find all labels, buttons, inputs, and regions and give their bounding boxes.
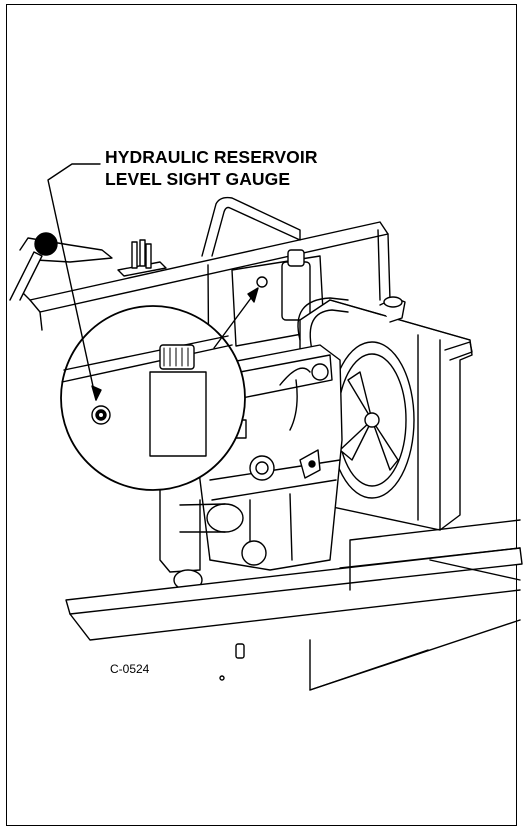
callout-line-2: LEVEL SIGHT GAUGE [105,169,291,189]
figure-id: C-0524 [110,662,150,676]
sight-gauge [91,405,111,425]
detail-magnifier [60,305,246,491]
callout-leader [47,163,259,401]
cooling-fan [329,341,415,499]
exhaust-pipe [159,479,267,591]
switch-cluster [117,239,167,277]
control-lever [9,232,113,301]
callout-line-1: HYDRAULIC RESERVOIR [105,147,318,167]
base-frame [65,519,523,691]
lift-handle [201,196,301,257]
radiator-hose [297,297,349,351]
callout-label: HYDRAULIC RESERVOIR LEVEL SIGHT GAUGE [105,146,318,190]
